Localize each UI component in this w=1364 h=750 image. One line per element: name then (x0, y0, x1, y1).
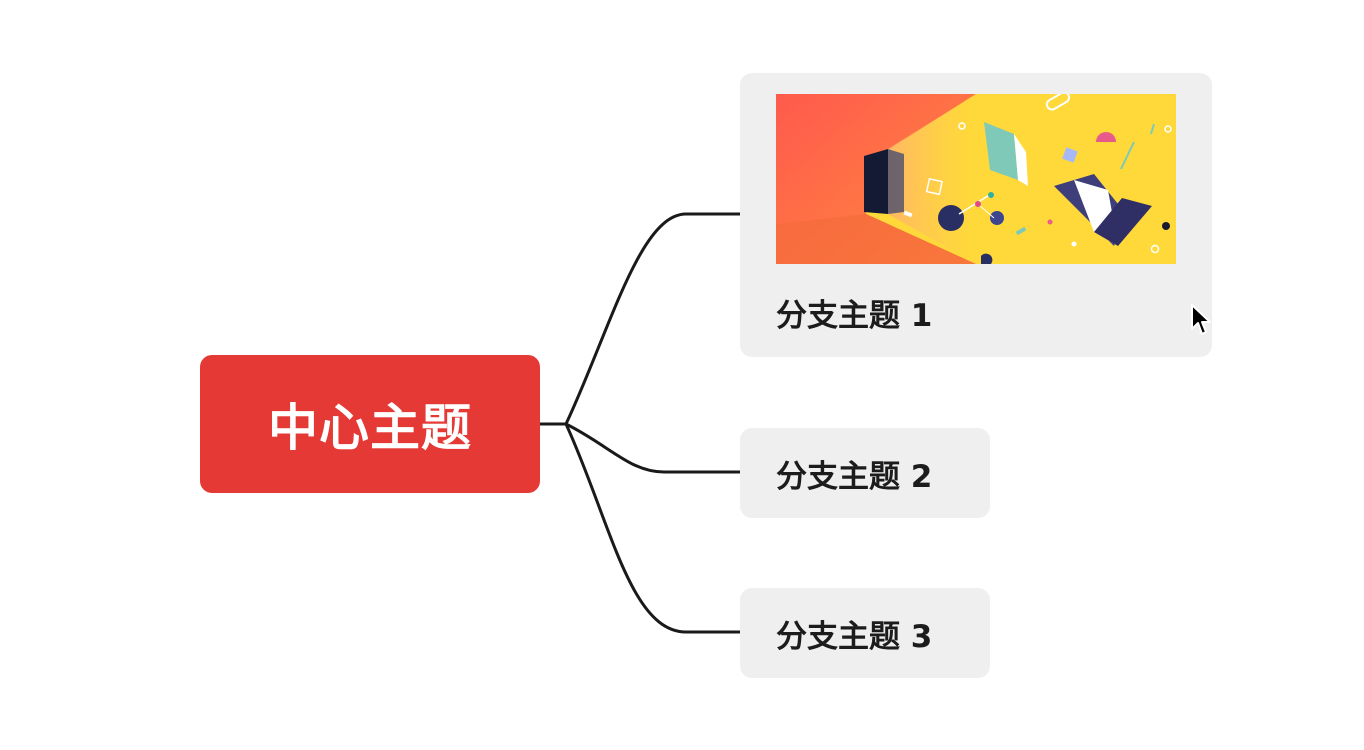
connector-to-branch-1 (538, 212, 742, 426)
branch-topic-1-label: 分支主题 1 (776, 298, 933, 334)
central-topic-label: 中心主题 (268, 399, 472, 457)
connector-to-branch-3 (564, 422, 742, 634)
branch-topic-1[interactable]: 分支主题 1 (740, 73, 1212, 357)
central-topic[interactable]: 中心主题 (200, 355, 540, 493)
topic-image[interactable] (776, 94, 1176, 264)
branch-topic-3[interactable]: 分支主题 3 (740, 588, 990, 678)
branch-topic-3-label: 分支主题 3 (776, 618, 933, 655)
connector-to-branch-2 (564, 422, 742, 474)
branch-topic-2-label: 分支主题 2 (776, 458, 933, 495)
branch-topic-2[interactable]: 分支主题 2 (740, 428, 990, 518)
